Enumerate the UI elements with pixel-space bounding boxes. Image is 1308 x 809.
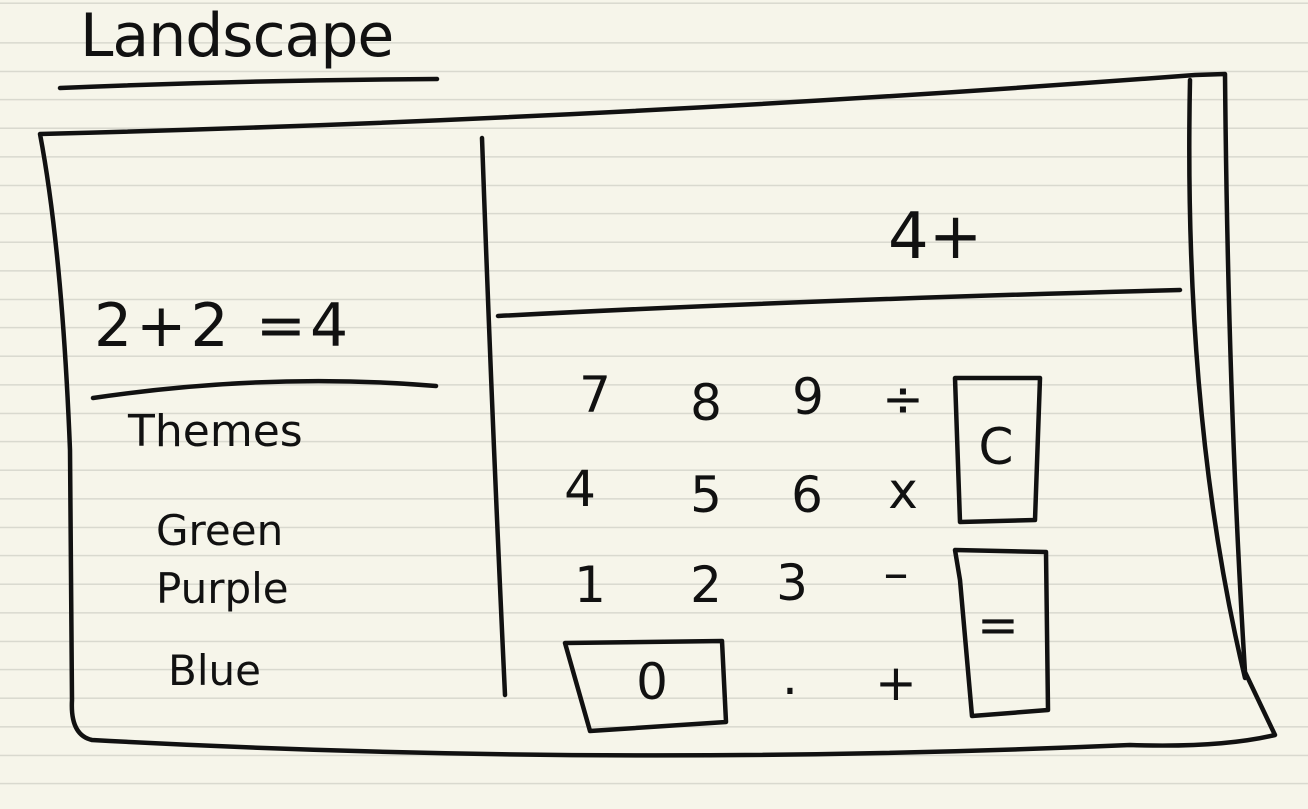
device-frame bbox=[37, 71, 1278, 758]
clear-key-box bbox=[952, 375, 1043, 525]
key-8[interactable]: 8 bbox=[690, 374, 722, 432]
key-0[interactable]: 0 bbox=[636, 653, 668, 711]
pane-divider bbox=[479, 135, 508, 698]
theme-option-green[interactable]: Green bbox=[156, 506, 284, 555]
key-1[interactable]: 1 bbox=[574, 556, 606, 614]
key-add[interactable]: + bbox=[875, 654, 917, 712]
page-title: Landscape bbox=[80, 1, 394, 71]
calculator-display: 4+ bbox=[888, 200, 983, 274]
equals-key-box bbox=[952, 547, 1051, 719]
key-6[interactable]: 6 bbox=[791, 466, 823, 524]
key-equals[interactable]: = bbox=[977, 596, 1019, 654]
key-7[interactable]: 7 bbox=[579, 366, 611, 424]
history-divider bbox=[90, 378, 439, 401]
key-subtract[interactable]: – bbox=[883, 544, 909, 602]
theme-option-blue[interactable]: Blue bbox=[168, 646, 261, 695]
key-9[interactable]: 9 bbox=[792, 368, 824, 426]
key-2[interactable]: 2 bbox=[690, 556, 722, 614]
device-right-bezel bbox=[1187, 77, 1248, 681]
display-divider bbox=[495, 287, 1183, 319]
key-multiply[interactable]: x bbox=[888, 462, 918, 520]
themes-heading: Themes bbox=[128, 406, 303, 457]
key-decimal[interactable]: . bbox=[782, 648, 798, 706]
key-4[interactable]: 4 bbox=[564, 460, 596, 518]
history-expression: 2+2 =4 bbox=[94, 291, 353, 361]
key-3[interactable]: 3 bbox=[776, 554, 808, 612]
key-divide[interactable]: ÷ bbox=[882, 370, 924, 428]
theme-option-purple[interactable]: Purple bbox=[156, 564, 289, 613]
zero-key-box bbox=[562, 638, 729, 734]
key-clear[interactable]: C bbox=[978, 418, 1014, 476]
key-5[interactable]: 5 bbox=[690, 466, 722, 524]
title-underline bbox=[57, 76, 440, 91]
